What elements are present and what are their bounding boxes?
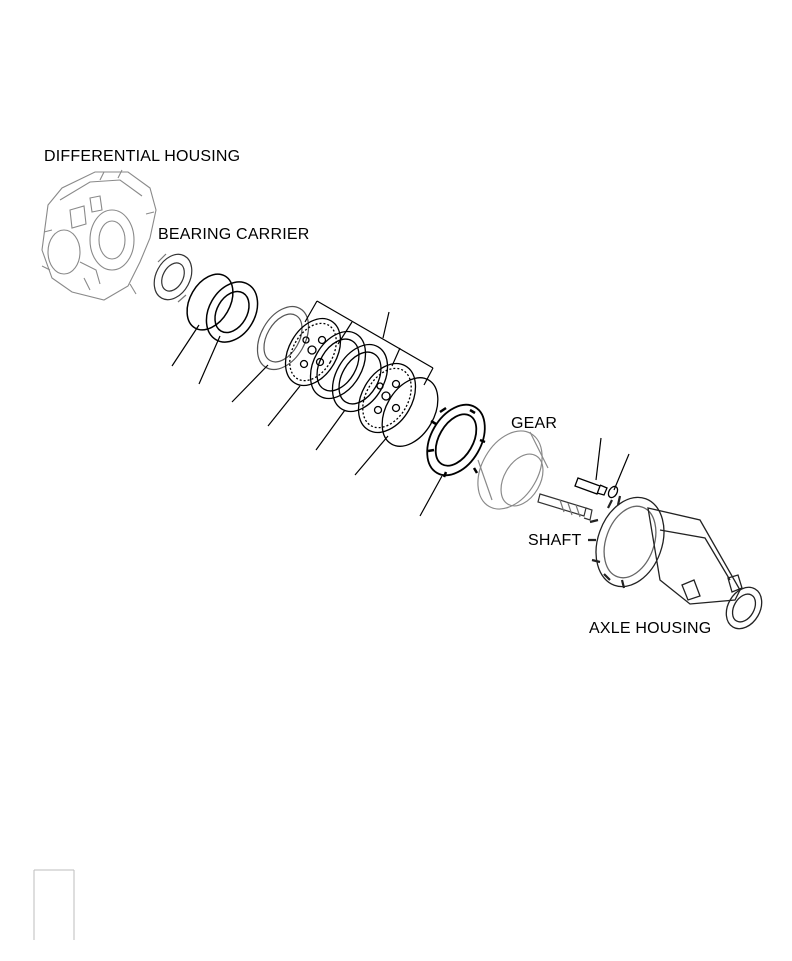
shaft-drawing bbox=[537, 493, 593, 521]
seal-rings bbox=[186, 273, 259, 343]
differential-housing-drawing bbox=[41, 169, 157, 301]
leader-lines bbox=[171, 300, 630, 517]
brake-disc-2 bbox=[357, 362, 417, 434]
bearing-carrier-label: BEARING CARRIER bbox=[158, 226, 310, 243]
separator-plate-2 bbox=[309, 330, 367, 400]
brake-disc-1 bbox=[284, 317, 342, 387]
scan-artifact bbox=[33, 869, 75, 940]
notched-plate bbox=[426, 403, 486, 478]
separator-plate-3 bbox=[331, 343, 389, 413]
axle-housing-label: AXLE HOUSING bbox=[589, 620, 712, 637]
bolt-drawing bbox=[574, 477, 619, 499]
gear-label: GEAR bbox=[511, 415, 558, 432]
gear-drawing bbox=[477, 430, 549, 510]
shaft-label: SHAFT bbox=[528, 532, 582, 549]
bearing-carrier-drawing bbox=[153, 253, 193, 303]
axle-housing-drawing bbox=[588, 495, 763, 630]
separator-plate-4 bbox=[381, 377, 439, 447]
differential-housing-label: DIFFERENTIAL HOUSING bbox=[44, 148, 241, 165]
